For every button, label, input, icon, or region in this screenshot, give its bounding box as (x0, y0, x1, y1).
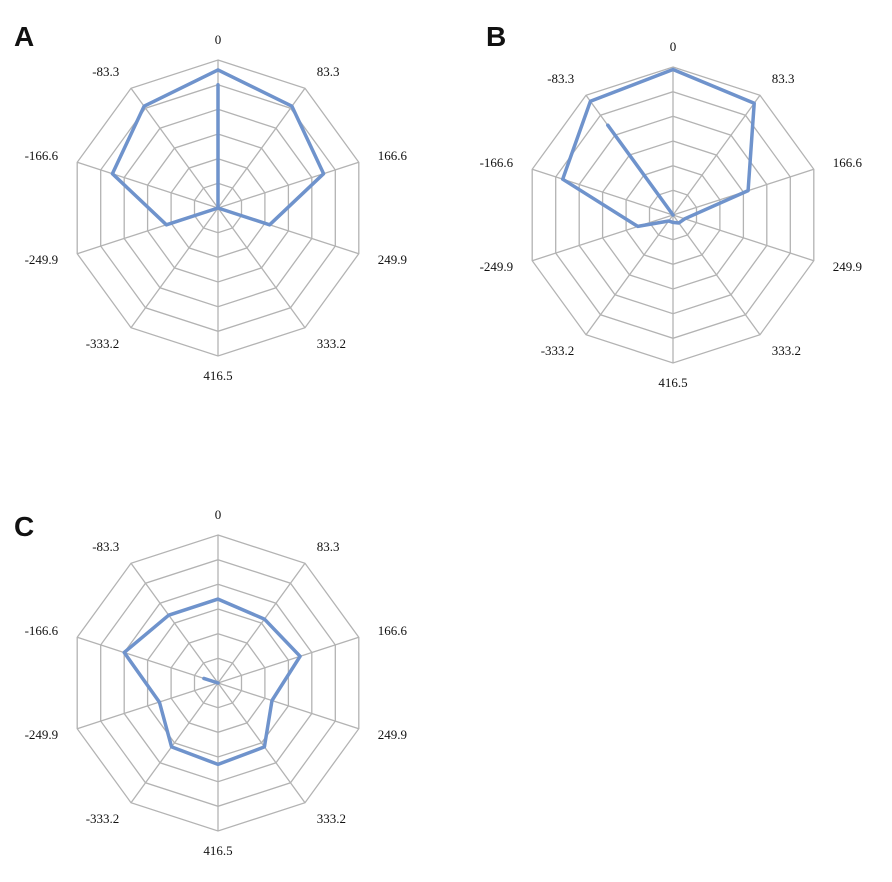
axis-label: 333.2 (317, 811, 346, 826)
radar-panel-a: A 0 83.3 166.6 249.9 333.2 416.5 -333.2 -249.9 -… (14, 21, 408, 383)
axis-label: 416.5 (658, 375, 687, 390)
axis-label: 416.5 (203, 843, 232, 858)
radar-panel-b: B 0 83.3 166.6 249.9 333.2 416.5 -333.2 -249.9 -… (480, 21, 863, 390)
axis-label: 166.6 (378, 148, 408, 163)
axis-labels-a: 0 83.3 166.6 249.9 333.2 416.5 -333.2 -249.9 -16… (25, 32, 408, 383)
axis-label: 83.3 (317, 64, 340, 79)
grid-spoke (585, 214, 674, 336)
grid-spoke (672, 214, 761, 336)
axis-label: -83.3 (92, 539, 119, 554)
series-c (122, 597, 302, 767)
axis-label: -249.9 (25, 727, 59, 742)
grid-spoke (217, 562, 306, 684)
axis-label: 0 (215, 507, 222, 522)
axis-label: -166.6 (480, 155, 514, 170)
grid-spoke (531, 168, 674, 216)
axis-label: 333.2 (772, 343, 801, 358)
grid-spoke (217, 161, 360, 209)
axis-label: -166.6 (25, 623, 59, 638)
axis-label: 249.9 (378, 727, 407, 742)
axis-label: -166.6 (25, 148, 59, 163)
grid-spoke (217, 636, 360, 684)
radar-grid-a (76, 59, 360, 357)
grid-spoke (76, 161, 219, 209)
axis-label: 249.9 (378, 252, 407, 267)
axis-labels-c: 0 83.3 166.6 249.9 333.2 416.5 -333.2 -249.9 -16… (25, 507, 408, 858)
axis-label: -333.2 (86, 336, 120, 351)
series-line (122, 597, 302, 767)
radar-grid-b (531, 66, 815, 364)
axis-label: 249.9 (833, 259, 862, 274)
grid-spoke (130, 562, 219, 684)
grid-spoke (217, 682, 306, 804)
axis-label: 83.3 (772, 71, 795, 86)
grid-spoke (672, 214, 815, 262)
axis-label: -249.9 (480, 259, 514, 274)
series-line (560, 67, 756, 229)
grid-spoke (217, 87, 306, 209)
grid-spoke (76, 682, 219, 730)
axis-label: 83.3 (317, 539, 340, 554)
grid-spoke (672, 94, 761, 216)
grid-spoke (130, 207, 219, 329)
grid-spoke (130, 682, 219, 804)
axis-label: -333.2 (541, 343, 575, 358)
axis-labels-b: 0 83.3 166.6 249.9 333.2 416.5 -333.2 -249.9 -16… (480, 39, 863, 390)
grid-spoke (76, 636, 219, 684)
axis-label: 333.2 (317, 336, 346, 351)
axis-label: 166.6 (378, 623, 408, 638)
axis-label: -83.3 (92, 64, 119, 79)
grid-spoke (217, 207, 306, 329)
axis-label: -333.2 (86, 811, 120, 826)
radar-panel-c: C 0 83.3 166.6 249.9 333.2 416.5 -333.2 -249.9 -… (14, 507, 408, 858)
series-b (560, 67, 756, 229)
axis-label: 0 (215, 32, 222, 47)
axis-label: 166.6 (833, 155, 863, 170)
axis-label: -83.3 (547, 71, 574, 86)
series-a (110, 68, 326, 227)
grid-spoke (130, 87, 219, 209)
panel-letter-c: C (14, 511, 34, 542)
panel-letter-a: A (14, 21, 34, 52)
axis-label: 416.5 (203, 368, 232, 383)
axis-label: -249.9 (25, 252, 59, 267)
series-spike (606, 123, 675, 217)
panel-letter-b: B (486, 21, 506, 52)
grid-spoke (217, 682, 360, 730)
axis-label: 0 (670, 39, 677, 54)
radar-grid-c (76, 534, 360, 832)
series-spike (202, 676, 220, 685)
